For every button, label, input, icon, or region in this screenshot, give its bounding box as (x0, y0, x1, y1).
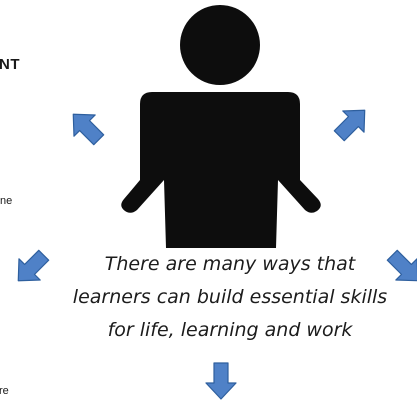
person-body (121, 92, 321, 248)
caption-line-2: learners can build essential skills (72, 286, 388, 308)
arrow-down-left-icon (7, 244, 55, 292)
cropped-text-fragment-upper: ne (0, 195, 13, 207)
arrow-up-left-icon (62, 103, 110, 151)
arrow-down-icon (205, 362, 237, 400)
caption-line-1: There are many ways that (104, 253, 356, 275)
cropped-heading-fragment: NT (0, 56, 20, 73)
person-head (180, 5, 260, 85)
person-silhouette-icon (121, 5, 321, 248)
caption-line-3: for life, learning and work (107, 319, 353, 341)
caption-text: There are many ways that learners can bu… (70, 248, 390, 347)
arrow-up-right-icon (328, 99, 376, 147)
cropped-text-fragment-lower: re (0, 385, 9, 397)
